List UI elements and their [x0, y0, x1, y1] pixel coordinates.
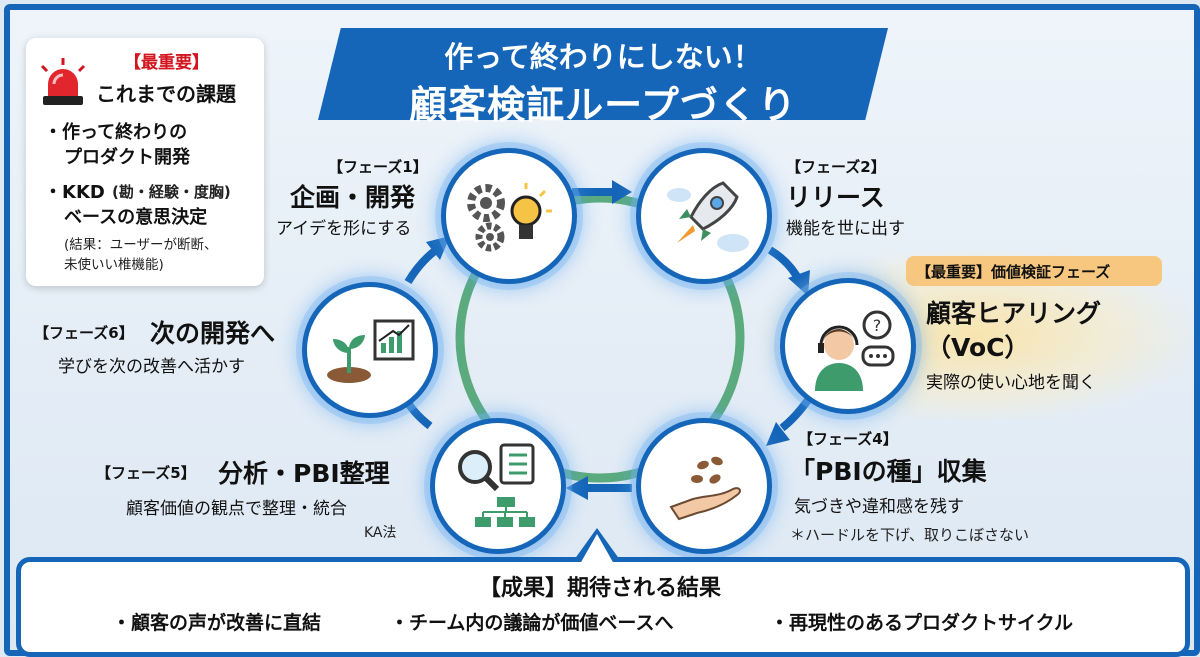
- phase-4-note: ＊ハードルを下げ、取りこぼさない: [790, 526, 1029, 544]
- problem-item-1-line2: プロダクト開発: [64, 147, 190, 168]
- phase-5-desc: 顧客価値の観点で整理・統合: [126, 499, 347, 519]
- problem-item-2-line2: ベースの意思決定: [64, 207, 208, 228]
- problem-item-2-paren: (勘・経験・度胸): [112, 183, 231, 201]
- svg-text:?: ?: [873, 316, 882, 335]
- problem-item-1-line1: ・作って終わりの: [44, 122, 188, 143]
- phase-5-note: KA法: [364, 525, 397, 541]
- problem-note-line2: 未使いい椎機能): [64, 257, 164, 273]
- title-banner: [318, 28, 888, 120]
- phase-3-title: 顧客ヒアリング: [926, 299, 1102, 328]
- phase-5-node: [430, 418, 566, 554]
- phase-4-desc: 気づきや違和感を残す: [794, 497, 964, 517]
- phase-3-title2: （VoC）: [926, 333, 1030, 362]
- seeds-hand-icon: [669, 456, 741, 521]
- voc-badge-text: 【最重要】価値検証フェーズ: [916, 263, 1111, 281]
- phase-2-tag: 【フェーズ2】: [786, 158, 886, 176]
- phase-5-tag: 【フェーズ5】: [96, 464, 196, 482]
- magnifier-checklist-icon: [458, 443, 535, 527]
- alarm-light-icon: [40, 58, 86, 105]
- phase-1-node: [441, 148, 577, 284]
- phase-1-desc: アイデを形にする: [276, 219, 412, 239]
- sprout-chart-icon: [327, 319, 415, 383]
- phase-6-tag: 【フェーズ6】: [34, 324, 134, 342]
- phase-4-node: [636, 418, 772, 554]
- phase-6-title: 次の開発へ: [150, 319, 276, 348]
- title-line1: 作って終わりにしない！: [444, 40, 762, 74]
- problem-title: これまでの課題: [96, 82, 236, 106]
- phase-2-title: リリース: [786, 183, 885, 212]
- phase-2-node: [636, 148, 772, 284]
- result-item-2: ・チーム内の議論が価値ベースへ: [390, 612, 674, 634]
- rocket-icon: [667, 181, 749, 252]
- result-item-3: ・再現性のあるプロダクトサイクル: [770, 612, 1074, 634]
- voc-badge: [906, 256, 1162, 286]
- headset-operator-icon: ?: [815, 310, 895, 391]
- phase-4-title: 「PBIの種」収集: [790, 457, 987, 486]
- phase-3-desc: 実際の使い心地を聞く: [926, 373, 1096, 393]
- phase-4-tag: 【フェーズ4】: [798, 430, 898, 448]
- gears-lightbulb-icon: [467, 183, 552, 252]
- problem-note-line1: (結果：ユーザーが断断、: [64, 237, 218, 253]
- phase-3-node: ?: [780, 278, 916, 414]
- problem-item-2-line1: ・KKD: [44, 182, 105, 203]
- problem-tag: 【最重要】: [124, 53, 209, 73]
- phase-5-title: 分析・PBI整理: [218, 459, 390, 488]
- result-item-1: ・顧客の声が改善に直結: [112, 612, 322, 634]
- phase-1-tag: 【フェーズ1】: [328, 158, 428, 176]
- phase-6-desc: 学びを次の改善へ活かす: [58, 357, 245, 377]
- phase-6-node: [302, 282, 438, 418]
- title-line2: 顧客検証ループづくり: [409, 83, 797, 127]
- result-title: 【成果】期待される結果: [478, 576, 721, 601]
- phase-1-title: 企画・開発: [290, 183, 416, 212]
- phase-2-desc: 機能を世に出す: [786, 219, 905, 239]
